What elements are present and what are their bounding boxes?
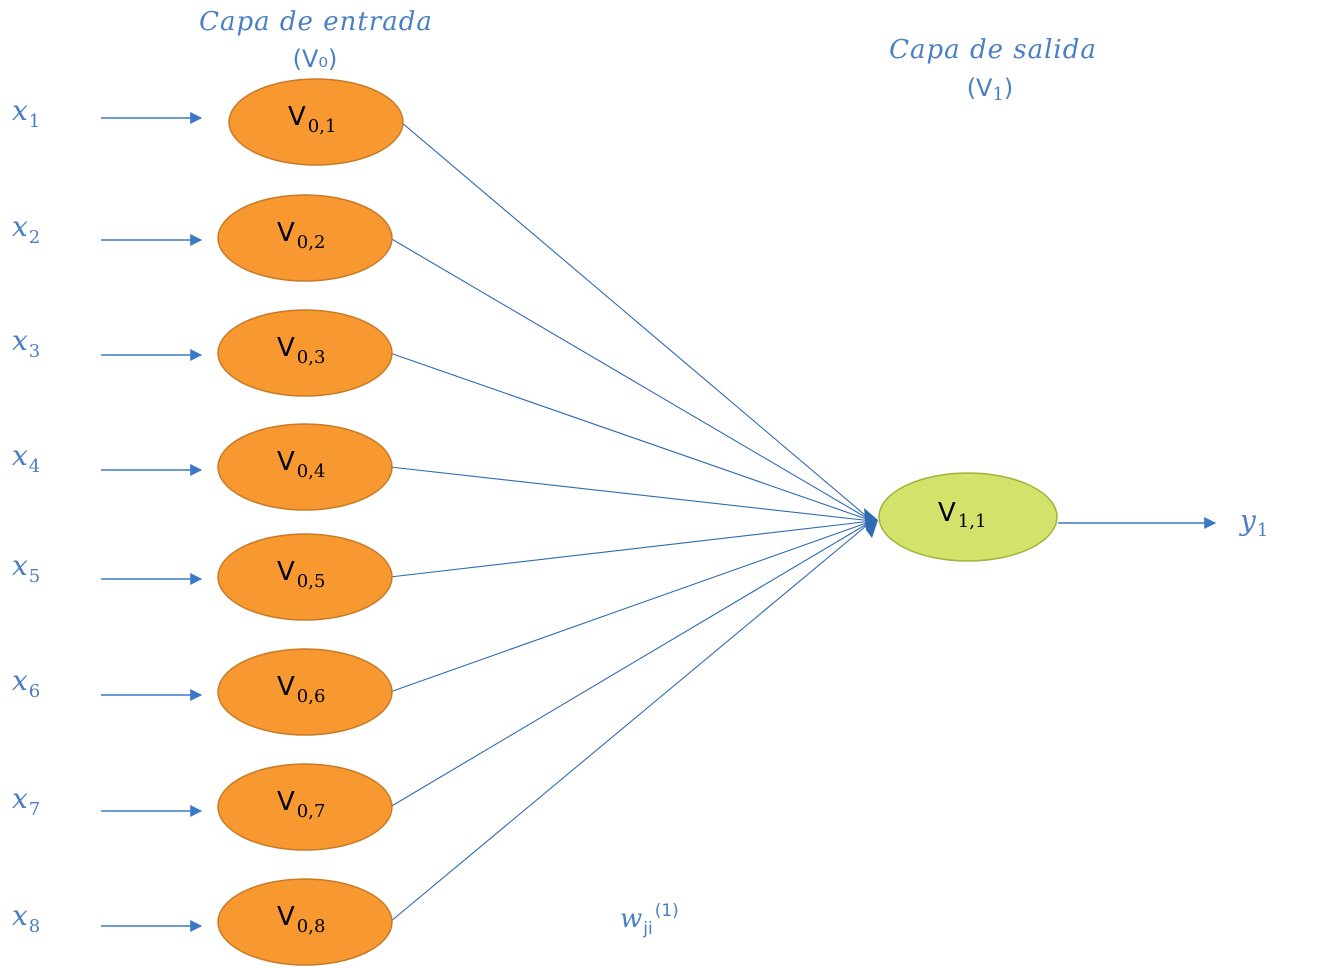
input-layer-symbol: (V₀) [293, 45, 338, 73]
input-node-shape [217, 423, 393, 511]
output-layer-title: Capa de salida [889, 35, 1097, 65]
connection-line [389, 237, 873, 522]
input-variable-label: x3 [12, 324, 40, 362]
input-variable-label: x2 [12, 210, 40, 248]
connection-line [389, 520, 873, 693]
connection-line [389, 466, 873, 522]
connection-line [389, 352, 873, 522]
input-variable-label: x5 [12, 549, 40, 587]
connection-line [389, 520, 873, 808]
input-node-shape [217, 763, 393, 851]
input-node-shape [228, 78, 404, 166]
input-layer-title: Capa de entrada [199, 7, 433, 37]
input-arrows [101, 112, 203, 932]
output-label: y1 [1238, 504, 1268, 541]
weight-label: wji(1) [620, 901, 679, 939]
connections [389, 121, 873, 923]
input-variable-label: x4 [12, 439, 40, 477]
input-node-shape [217, 878, 393, 966]
connection-line [400, 121, 873, 522]
input-node-shape [217, 648, 393, 736]
input-node-shape [217, 194, 393, 282]
input-variable-label: x1 [12, 94, 40, 132]
input-variable-label: x7 [12, 782, 40, 820]
convergence-arrowhead [864, 508, 878, 538]
input-labels: x1 x2 x3 x4 x5 x6 x7 x8 [12, 94, 40, 937]
input-variable-label: x6 [12, 664, 40, 702]
output-layer-symbol: (V1) [967, 74, 1014, 105]
connection-line [389, 520, 873, 578]
input-node-shape [217, 309, 393, 397]
connection-line [389, 520, 873, 923]
input-node-shape [217, 533, 393, 621]
input-variable-label: x8 [12, 899, 40, 937]
